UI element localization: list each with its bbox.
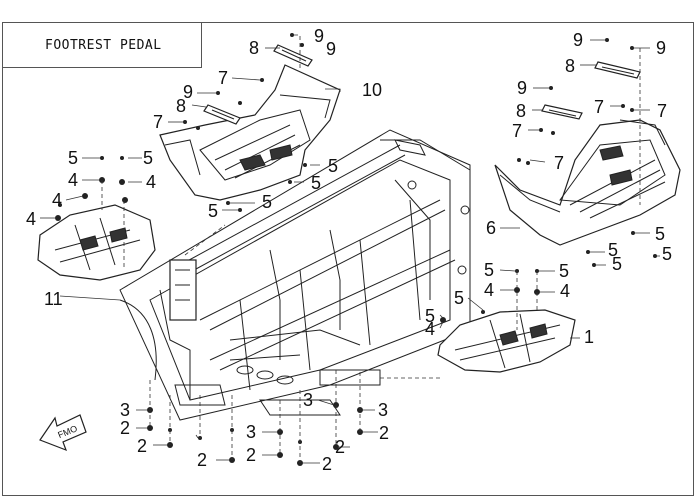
callout-7e: 7 [512, 121, 522, 141]
left-panel-11 [37, 204, 156, 281]
callout-1: 1 [584, 327, 594, 347]
callout-8c: 8 [565, 56, 575, 76]
callout-5m: 5 [454, 288, 464, 308]
left-footrest [159, 64, 341, 201]
callout-labels: 9 8 9 10 7 9 8 7 5 5 4 4 4 4 11 5 5 5 5 … [26, 26, 672, 474]
callout-2e: 2 [322, 454, 332, 474]
callout-2a: 2 [120, 418, 130, 438]
callout-5l: 5 [559, 261, 569, 281]
pedal-strip-8c [594, 61, 641, 79]
callout-10: 10 [362, 80, 382, 100]
callout-9f: 9 [517, 78, 527, 98]
callout-9e: 9 [656, 38, 666, 58]
callout-9c: 9 [183, 82, 193, 102]
callout-4g: 4 [425, 319, 435, 339]
callout-2c: 2 [197, 450, 207, 470]
callout-4d: 4 [26, 209, 36, 229]
callout-3d: 3 [378, 400, 388, 420]
callout-4e: 4 [484, 280, 494, 300]
callout-4c: 4 [52, 190, 62, 210]
callout-5h: 5 [608, 240, 618, 260]
callout-5n: 5 [425, 306, 435, 326]
diagram-frame [2, 22, 694, 496]
callout-2f: 2 [335, 437, 345, 457]
callout-5j: 5 [612, 254, 622, 274]
callout-8b: 8 [176, 96, 186, 116]
callout-11: 11 [44, 289, 63, 309]
callout-4b: 4 [146, 172, 156, 192]
callout-8d: 8 [516, 101, 526, 121]
callout-2b: 2 [137, 436, 147, 456]
leader-lines [40, 34, 660, 464]
callout-6: 6 [486, 218, 496, 238]
callout-4f: 4 [560, 281, 570, 301]
pedal-strip-8a [273, 44, 313, 67]
pedal-strip-8b [203, 104, 241, 125]
title-box: FOOTREST PEDAL [2, 22, 202, 68]
callout-3a: 3 [120, 400, 130, 420]
callout-5e: 5 [208, 201, 218, 221]
callout-2g: 2 [379, 423, 389, 443]
callout-3c: 3 [303, 390, 313, 410]
callout-5i: 5 [662, 244, 672, 264]
callout-5d: 5 [311, 173, 321, 193]
callout-5k: 5 [484, 260, 494, 280]
callout-7c: 7 [594, 97, 604, 117]
forward-arrow: FMO [39, 414, 87, 452]
callout-9a: 9 [314, 26, 324, 46]
callout-5c: 5 [328, 156, 338, 176]
callout-7b: 7 [153, 112, 163, 132]
callout-7a: 7 [218, 68, 228, 88]
callout-5a: 5 [68, 148, 78, 168]
callout-9d: 9 [573, 30, 583, 50]
callout-5b: 5 [143, 148, 153, 168]
callout-2d: 2 [246, 445, 256, 465]
callout-3b: 3 [246, 422, 256, 442]
callout-5f: 5 [262, 192, 272, 212]
right-footrest-6 [494, 119, 681, 246]
pedal-strip-8d [541, 104, 583, 120]
right-panel-1 [437, 309, 576, 373]
callout-7f: 7 [554, 153, 564, 173]
diagram-title: FOOTREST PEDAL [45, 37, 162, 53]
callout-7d: 7 [657, 101, 667, 121]
callout-8a: 8 [249, 38, 259, 58]
callout-4a: 4 [68, 170, 78, 190]
callout-9b: 9 [326, 39, 336, 59]
callout-5g: 5 [655, 224, 665, 244]
vehicle-frame [119, 129, 471, 421]
